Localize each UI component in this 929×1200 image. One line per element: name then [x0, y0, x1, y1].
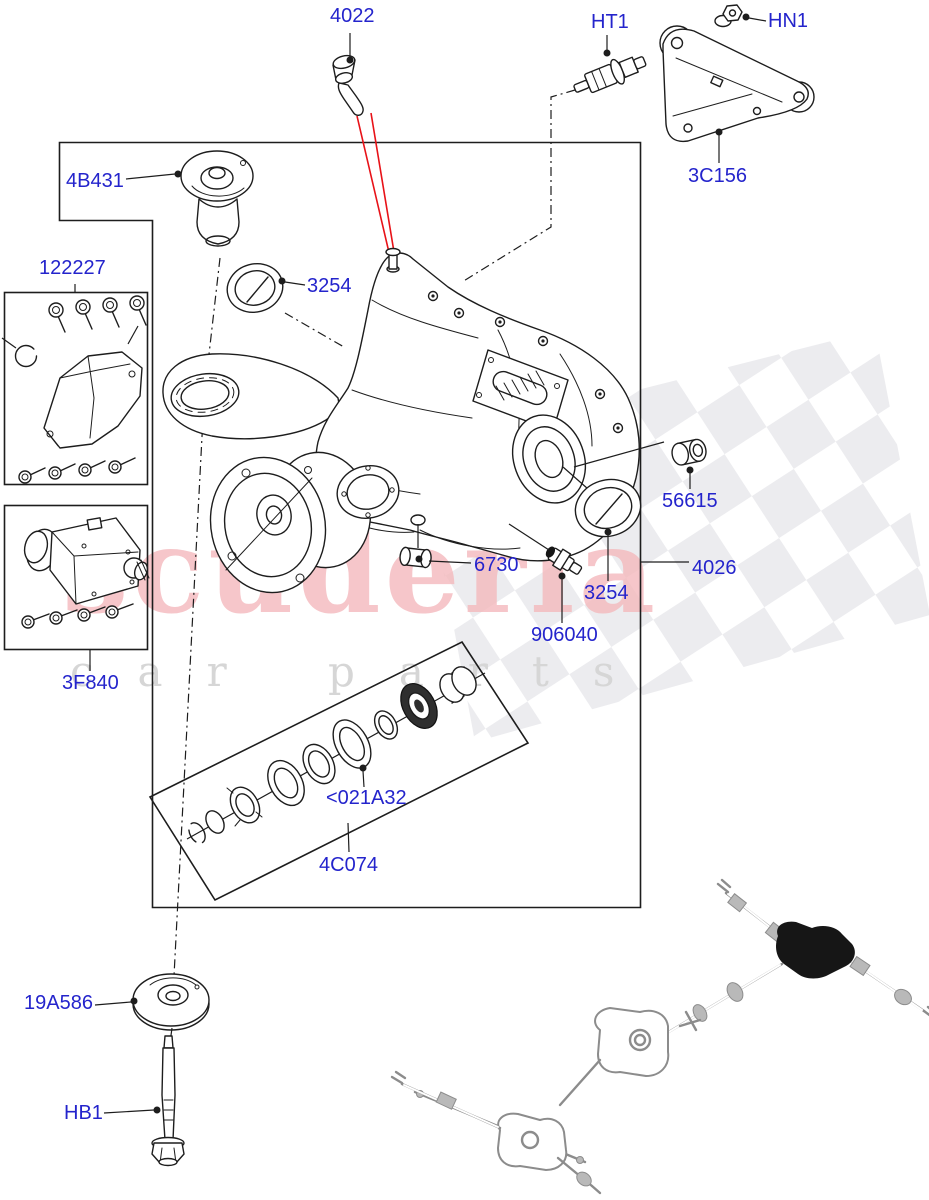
drivetrain-locator-drawing — [390, 878, 929, 1195]
bolt-HB1-drawing — [151, 1035, 185, 1167]
breather-tube-4022-drawing — [332, 54, 364, 116]
seal-3254-right-drawing — [574, 478, 642, 538]
nut-HN1-drawing — [714, 4, 743, 28]
seal-3254-left-drawing — [226, 263, 284, 313]
part-label-4026: 4026 — [692, 557, 737, 579]
kit-box-4C074 — [148, 640, 530, 902]
drain-plug-6730-drawing — [399, 546, 432, 569]
bearing-kit-4C074-drawing — [186, 666, 486, 844]
part-label-021A32: <021A32 — [326, 787, 407, 809]
part-label-19A586: 19A586 — [24, 992, 93, 1014]
mount-kit-122227-drawing — [1, 295, 147, 484]
bushing-56615-drawing — [671, 438, 707, 466]
part-label-HB1: HB1 — [64, 1102, 103, 1124]
part-label-HN1: HN1 — [768, 10, 809, 32]
kit-box-3F840 — [3, 504, 149, 651]
part-label-HT1: HT1 — [591, 11, 629, 33]
sensor-HT1-drawing — [573, 56, 647, 94]
sensor-906040-drawing — [545, 546, 583, 575]
part-label-122227: 122227 — [39, 257, 106, 279]
part-label-4022: 4022 — [330, 5, 375, 27]
part-label-3254-right: 3254 — [584, 582, 629, 604]
leader-lines — [74, 13, 767, 1114]
housing-bolts — [427, 290, 624, 434]
kit-box-122227 — [3, 291, 149, 486]
part-label-906040: 906040 — [531, 624, 598, 646]
part-label-6730: 6730 — [474, 554, 519, 576]
highlight-lines — [356, 112, 396, 262]
mount-bushing-4B431-drawing — [180, 150, 254, 247]
differential-housing-drawing — [162, 247, 640, 594]
part-label-3C156: 3C156 — [688, 165, 747, 187]
part-label-3254-top: 3254 — [307, 275, 352, 297]
watermark-subtitle: car parts — [70, 647, 658, 696]
part-label-56615: 56615 — [662, 490, 718, 512]
part-label-4B431: 4B431 — [66, 170, 124, 192]
actuator-motor-3F840-drawing — [21, 517, 150, 629]
main-assembly-box — [58, 141, 642, 909]
control-module-3C156-drawing — [659, 25, 815, 143]
part-label-3F840: 3F840 — [62, 672, 119, 694]
part-label-4C074: 4C074 — [319, 854, 378, 876]
washer-19A586-drawing — [132, 973, 210, 1051]
